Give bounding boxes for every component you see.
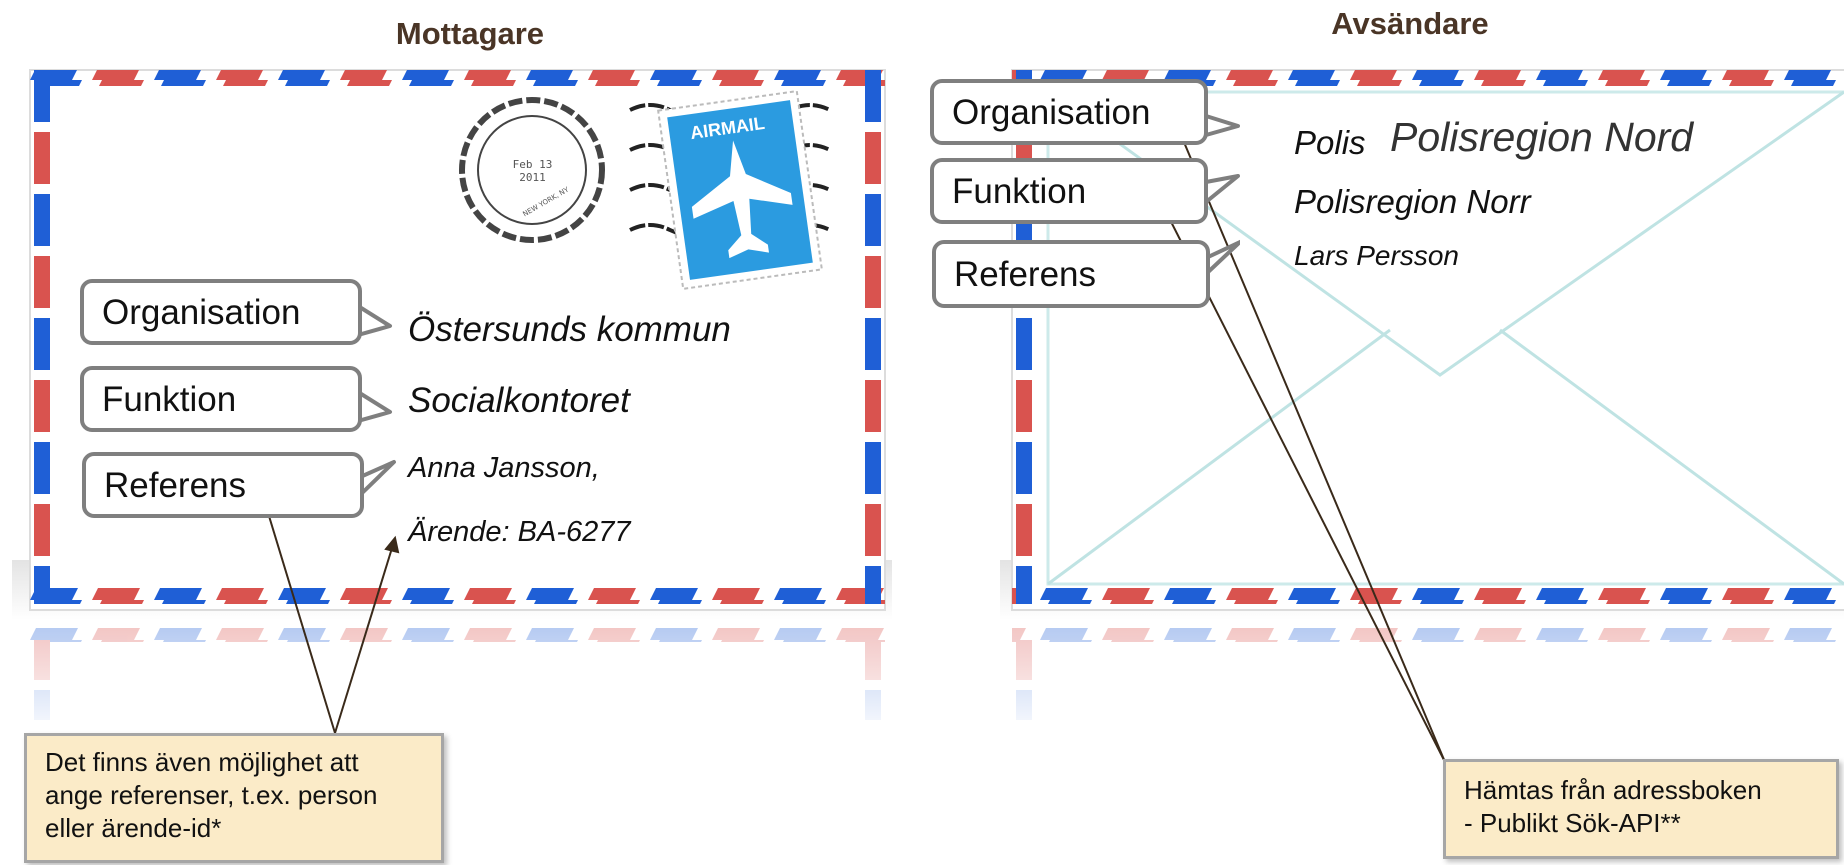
recipient-organisation-label: Organisation — [80, 279, 362, 345]
sender-note-line1: Hämtas från adressboken — [1464, 775, 1762, 805]
postmark-icon — [459, 97, 605, 243]
sender-note: Hämtas från adressboken - Publikt Sök-AP… — [1443, 759, 1839, 859]
sender-organisation-label: Organisation — [930, 79, 1208, 145]
recipient-note: Det finns även möjlighet att ange refere… — [24, 733, 444, 863]
recipient-funktion-label: Funktion — [80, 366, 362, 432]
recipient-referens-label: Referens — [82, 452, 364, 518]
sender-funktion-value: Polisregion Norr — [1294, 183, 1531, 220]
sender-organisation-value-small: Polis — [1294, 124, 1366, 161]
recipient-heading: Mottagare — [395, 16, 545, 51]
recipient-referens-value-line1: Anna Jansson, — [408, 452, 600, 484]
recipient-organisation-value: Östersunds kommun — [408, 310, 731, 349]
sender-note-line2: - Publikt Sök-API** — [1464, 808, 1681, 839]
sender-funktion-label: Funktion — [930, 158, 1208, 224]
sender-referens-label: Referens — [932, 240, 1210, 308]
sender-organisation-value-large: Polisregion Nord — [1390, 114, 1694, 160]
airmail-stamp-icon — [657, 90, 823, 290]
postmark-date: Feb 13 2011 — [512, 158, 553, 184]
sender-heading: Avsändare — [1331, 6, 1489, 41]
recipient-referens-value-line2: Ärende: BA-6277 — [408, 516, 631, 548]
sender-referens-value: Lars Persson — [1294, 240, 1459, 271]
recipient-funktion-value: Socialkontoret — [408, 381, 630, 420]
